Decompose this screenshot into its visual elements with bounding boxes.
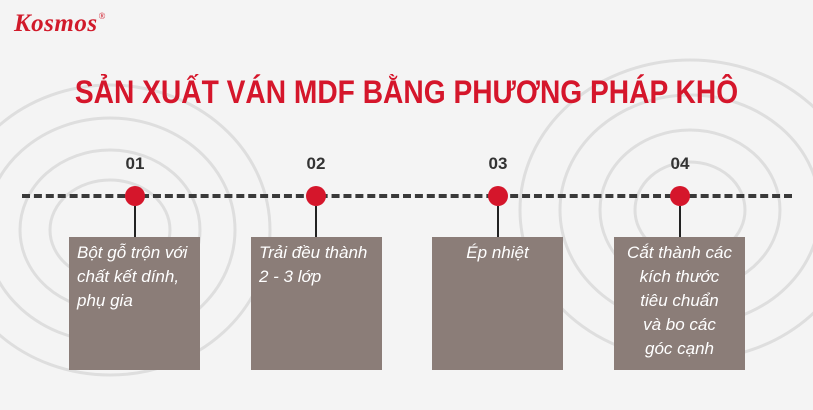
step-1-marker [125, 186, 145, 206]
step-4-marker [670, 186, 690, 206]
step-4-line-1: Cắt thành các [627, 243, 732, 262]
step-3-line-1: Ép nhiệt [466, 243, 529, 262]
registered-mark: ® [98, 11, 106, 21]
step-4-number: 04 [670, 154, 690, 173]
step-3-connector [497, 206, 499, 238]
step-1-line-3: phụ gia [77, 291, 133, 310]
step-1-line-1: Bột gỗ trộn với [77, 243, 188, 262]
step-2-marker [306, 186, 326, 206]
page-title: SẢN XUẤT VÁN MDF BẰNG PHƯƠNG PHÁP KHÔ [74, 74, 739, 110]
step-3-number: 03 [488, 154, 508, 173]
step-4-card: Cắt thành các kích thước tiêu chuẩn và b… [614, 237, 745, 370]
kosmos-logo[interactable]: Kosmos® [14, 10, 106, 38]
step-3-card: Ép nhiệt [432, 237, 563, 370]
step-3-marker [488, 186, 508, 206]
step-4-line-2: kích thước [639, 267, 720, 286]
step-2-line-1: Trải đều thành [259, 243, 368, 262]
step-2-connector [315, 206, 317, 238]
step-2-card: Trải đều thành 2 - 3 lớp [251, 237, 382, 370]
step-1-number: 01 [125, 154, 145, 173]
timeline-line [22, 194, 792, 198]
step-2-line-2: 2 - 3 lớp [259, 267, 322, 286]
step-4-connector [679, 206, 681, 238]
step-2-number: 02 [306, 154, 326, 173]
step-4-line-3: tiêu chuẩn [640, 291, 719, 310]
step-1-connector [134, 206, 136, 238]
logo-text: Kosmos [14, 10, 98, 37]
step-4-line-4: và bo các [643, 315, 716, 334]
step-1-line-2: chất kết dính, [77, 267, 180, 286]
step-4-line-5: góc cạnh [645, 339, 714, 358]
step-1-card: Bột gỗ trộn với chất kết dính, phụ gia [69, 237, 200, 370]
